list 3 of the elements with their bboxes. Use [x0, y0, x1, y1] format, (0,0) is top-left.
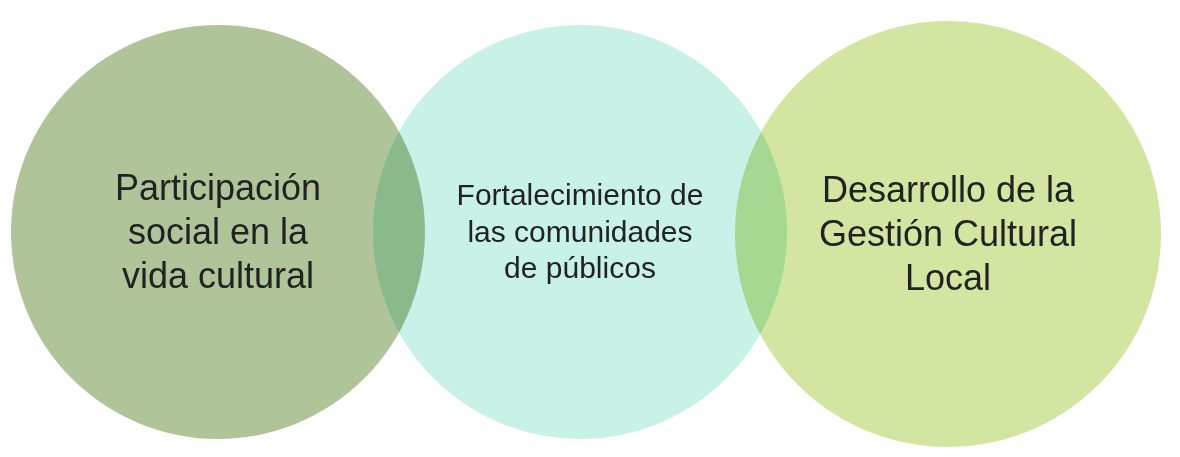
circle-label: Fortalecimiento de las comunidades de públicos	[455, 177, 705, 287]
circle-label: Participación social en la vida cultural	[113, 166, 323, 298]
circle-label: Desarrollo de la Gestión Cultural Local	[818, 168, 1078, 300]
